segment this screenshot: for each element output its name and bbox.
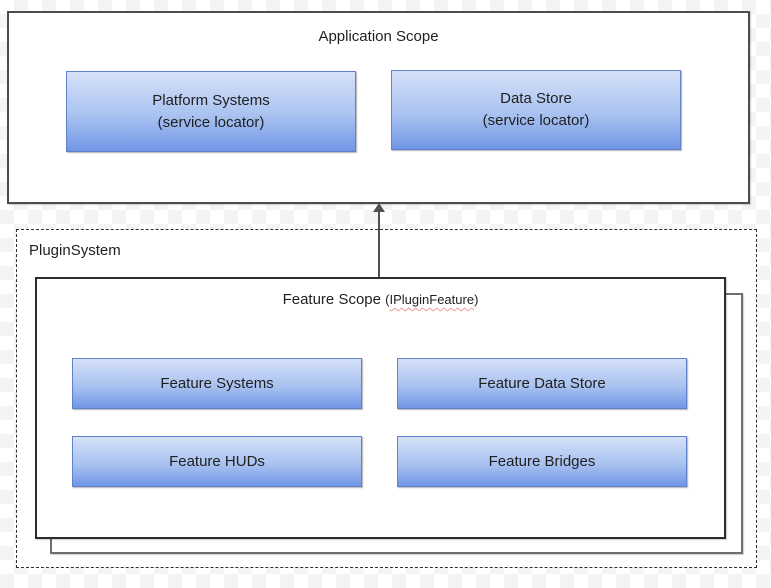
connector-arrow-line [378,210,380,277]
annotation-interface-name: IPluginFeature [389,292,475,307]
feature-huds-box: Feature HUDs [72,436,362,487]
feature-bridges-box: Feature Bridges [397,436,687,487]
platform-systems-box: Platform Systems (service locator) [66,71,356,152]
platform-systems-label-line1: Platform Systems [152,91,270,109]
feature-scope-annotation: (IPluginFeature) [385,292,478,307]
platform-systems-label: Platform Systems (service locator) [152,90,270,134]
feature-huds-label: Feature HUDs [169,452,265,470]
feature-scope-title: Feature Scope (IPluginFeature) [37,291,724,308]
data-store-label: Data Store (service locator) [483,88,590,132]
feature-bridges-label: Feature Bridges [488,452,596,470]
feature-systems-box: Feature Systems [72,358,362,409]
feature-scope-title-text: Feature Scope [282,291,381,308]
application-scope-title: Application Scope [318,28,439,45]
arrow-up-icon [373,203,385,212]
data-store-box: Data Store (service locator) [391,70,681,150]
annotation-paren-open: ( [385,292,390,307]
data-store-label-line2: (service locator) [482,112,590,129]
feature-systems-label: Feature Systems [160,374,274,392]
platform-systems-label-line2: (service locator) [157,113,265,131]
feature-data-store-box: Feature Data Store [397,358,687,409]
plugin-system-title: PluginSystem [29,242,121,259]
annotation-paren-close: ) [474,292,479,307]
data-store-label-line1: Data Store [500,90,572,107]
feature-data-store-label: Feature Data Store [478,374,606,392]
